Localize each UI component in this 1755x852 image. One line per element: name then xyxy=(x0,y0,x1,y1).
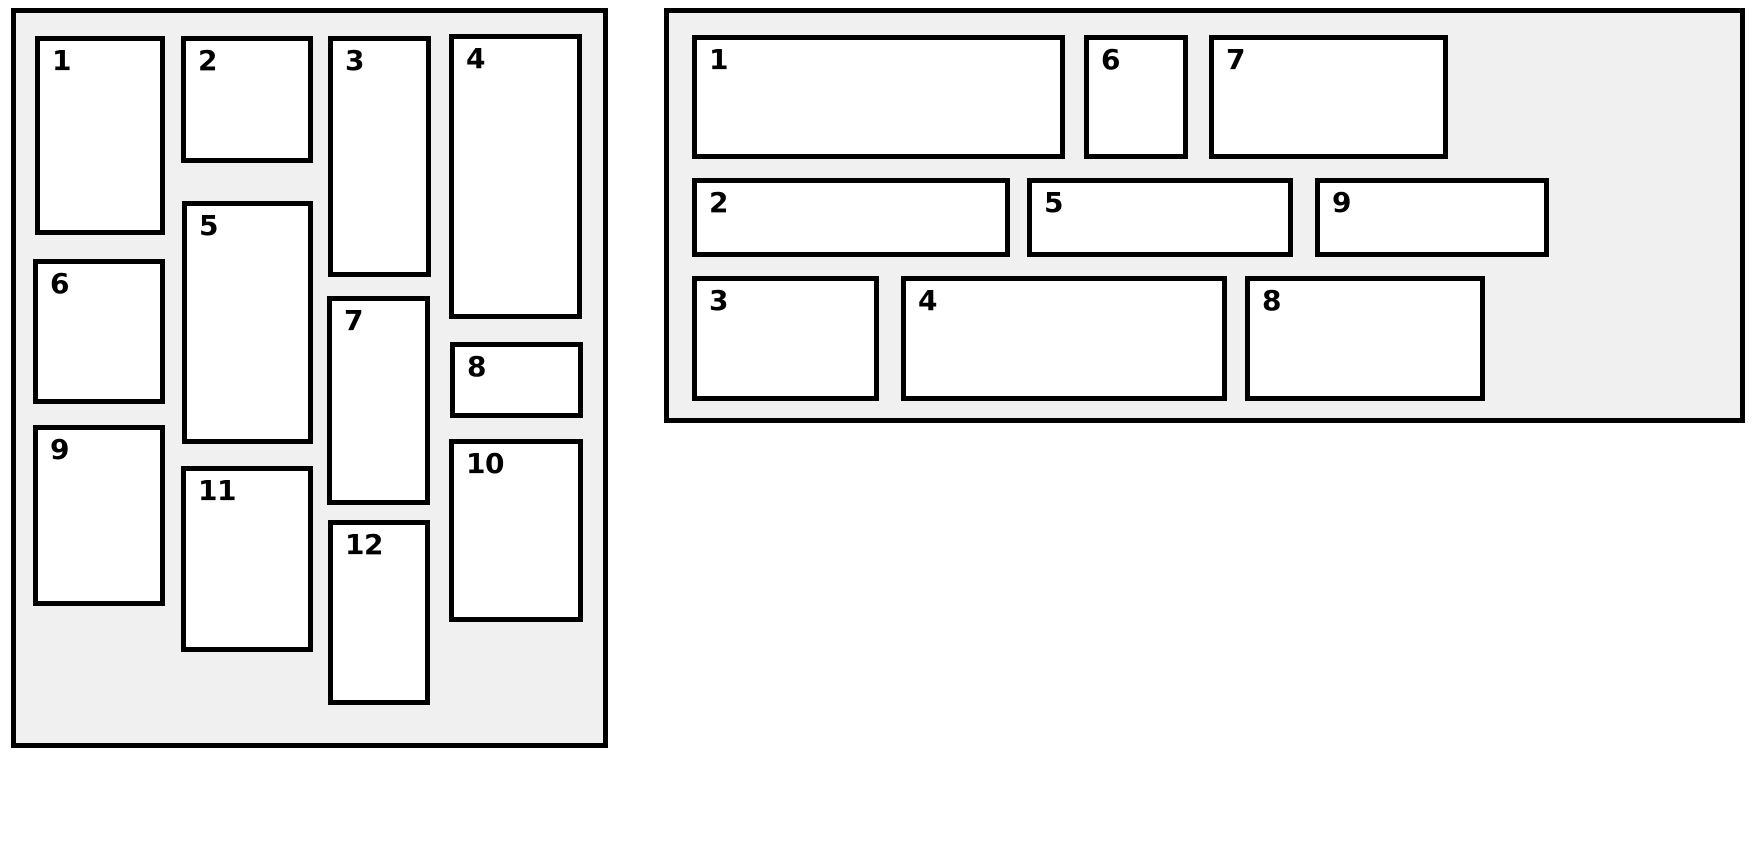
cell-label: 12 xyxy=(345,528,383,561)
cell-right-5[interactable]: 5 xyxy=(1027,178,1293,257)
cell-left-6[interactable]: 6 xyxy=(33,259,165,404)
cell-label: 1 xyxy=(709,43,728,76)
cell-right-2[interactable]: 2 xyxy=(692,178,1010,257)
cell-right-1[interactable]: 1 xyxy=(692,35,1065,159)
cell-label: 11 xyxy=(198,474,236,507)
cell-label: 6 xyxy=(50,267,69,300)
cell-right-9[interactable]: 9 xyxy=(1315,178,1549,257)
cell-label: 4 xyxy=(918,284,937,317)
cell-label: 8 xyxy=(1262,284,1281,317)
cell-label: 7 xyxy=(344,304,363,337)
cell-label: 10 xyxy=(466,447,504,480)
cell-right-7[interactable]: 7 xyxy=(1209,35,1448,159)
cell-right-4[interactable]: 4 xyxy=(901,276,1227,401)
cell-label: 2 xyxy=(709,186,728,219)
cell-label: 3 xyxy=(709,284,728,317)
cell-left-4[interactable]: 4 xyxy=(449,34,582,319)
cell-left-10[interactable]: 10 xyxy=(449,439,583,622)
cell-left-3[interactable]: 3 xyxy=(328,36,431,277)
cell-left-7[interactable]: 7 xyxy=(327,296,430,505)
cell-label: 1 xyxy=(52,44,71,77)
cell-left-5[interactable]: 5 xyxy=(182,201,313,444)
cell-label: 9 xyxy=(50,433,69,466)
cell-label: 8 xyxy=(467,350,486,383)
right-panel: 1 6 7 2 5 9 3 4 8 xyxy=(664,8,1745,423)
cell-left-1[interactable]: 1 xyxy=(35,36,165,235)
cell-left-11[interactable]: 11 xyxy=(181,466,313,652)
cell-label: 3 xyxy=(345,44,364,77)
cell-label: 4 xyxy=(466,42,485,75)
cell-left-12[interactable]: 12 xyxy=(328,520,430,705)
cell-label: 5 xyxy=(199,209,218,242)
cell-left-2[interactable]: 2 xyxy=(181,36,313,163)
cell-right-3[interactable]: 3 xyxy=(692,276,879,401)
cell-left-8[interactable]: 8 xyxy=(450,342,583,418)
cell-right-6[interactable]: 6 xyxy=(1084,35,1188,159)
cell-left-9[interactable]: 9 xyxy=(33,425,165,606)
cell-label: 7 xyxy=(1226,43,1245,76)
cell-label: 6 xyxy=(1101,43,1120,76)
cell-label: 2 xyxy=(198,44,217,77)
cell-label: 9 xyxy=(1332,186,1351,219)
cell-right-8[interactable]: 8 xyxy=(1245,276,1485,401)
cell-label: 5 xyxy=(1044,186,1063,219)
